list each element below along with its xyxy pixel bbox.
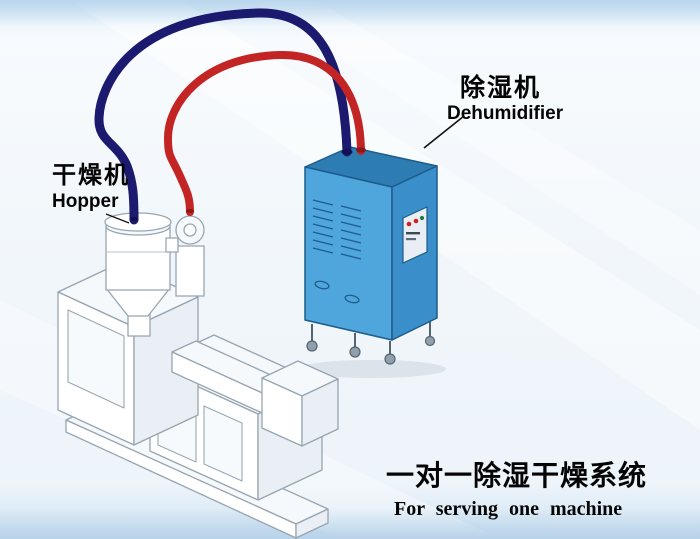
- vent-slot: [340, 245, 362, 252]
- floor-shadow: [298, 360, 446, 378]
- caption-en: For serving one machine: [394, 498, 623, 520]
- indicator-red: [413, 218, 419, 224]
- door-panel: [203, 405, 243, 482]
- blue-hose: [94, 8, 352, 225]
- vent-slot: [312, 199, 334, 206]
- blower-unit: [165, 215, 205, 297]
- bottom-band: [0, 508, 700, 539]
- vent-slot: [312, 239, 334, 246]
- hopper-label-cn: 干燥机: [52, 162, 130, 189]
- caster-wheel: [306, 340, 318, 352]
- hose-port-red: [356, 147, 366, 153]
- panel-text-line: [406, 232, 420, 235]
- vent-slot: [340, 213, 362, 220]
- panel-text-line: [406, 238, 416, 241]
- vent-slot: [312, 247, 334, 254]
- blower-fan-hub: [183, 223, 197, 237]
- vent-slot: [312, 231, 334, 238]
- control-panel: [402, 206, 428, 264]
- vent-slot: [340, 253, 362, 260]
- oval-latch: [314, 280, 330, 290]
- vent-slots: [312, 199, 362, 260]
- indicator-green: [419, 215, 425, 221]
- cabinet-front-face: [304, 166, 393, 341]
- dehumidifier-unit: [304, 146, 438, 365]
- dehumidifier-leader-line: [423, 115, 465, 149]
- gearbox-door-panel: [67, 309, 125, 409]
- dehumidifier-label-en: Dehumidifier: [447, 103, 564, 124]
- die-block-side: [301, 378, 339, 447]
- hose-connector-red: [186, 209, 194, 213]
- vent-slot: [312, 207, 334, 214]
- hoses: [94, 8, 366, 225]
- caster-wheel: [384, 353, 396, 365]
- hose-port-blue: [341, 149, 353, 155]
- oval-latch: [344, 294, 360, 304]
- vent-slot: [340, 221, 362, 228]
- top-band: [0, 0, 700, 26]
- vent-slot: [340, 205, 362, 212]
- caster-wheel: [424, 335, 436, 347]
- vent-slot: [340, 229, 362, 236]
- dehumidifier-label-cn: 除湿机: [460, 74, 542, 102]
- red-hose: [163, 50, 365, 216]
- caster-wheel: [349, 346, 361, 358]
- vent-slot: [312, 223, 334, 230]
- hopper-leader-line: [105, 213, 130, 224]
- extruder-machine: [57, 261, 339, 539]
- plinth-side: [295, 508, 329, 539]
- vent-slot: [312, 215, 334, 222]
- indicator-red: [406, 221, 412, 227]
- caption-cn: 一对一除湿干燥系统: [386, 460, 648, 491]
- hopper-label-en: Hopper: [52, 191, 119, 212]
- light-streak: [250, 0, 700, 295]
- blower-duct: [165, 237, 179, 253]
- hose-connector-blue: [129, 216, 139, 222]
- vent-slot: [340, 237, 362, 244]
- blower-housing: [175, 245, 205, 297]
